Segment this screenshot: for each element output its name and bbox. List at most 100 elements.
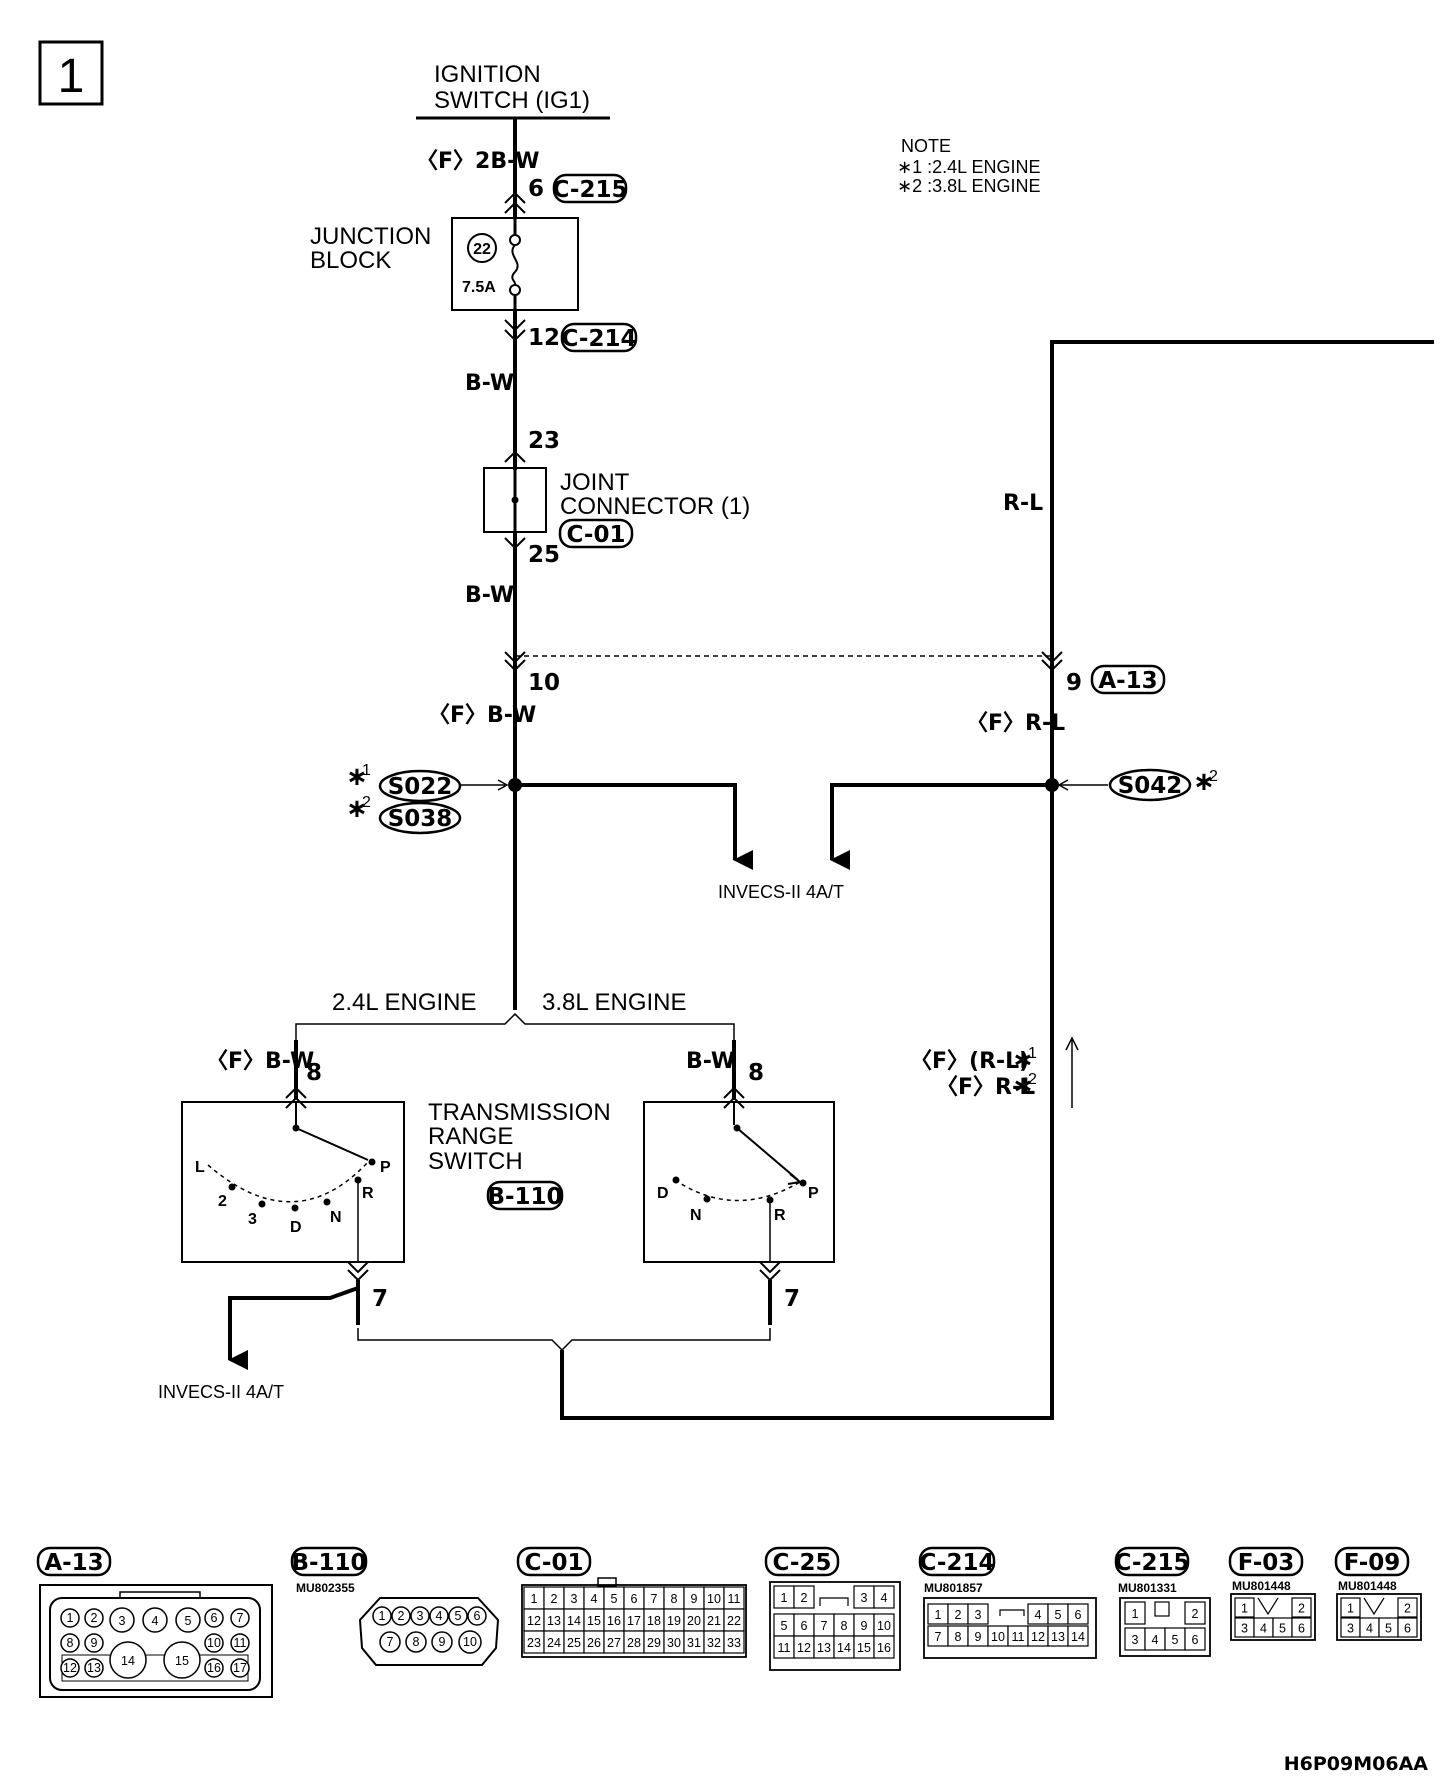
f03-pin-6-label: 6: [1298, 1622, 1305, 1636]
chevron-pin8-right: [723, 1086, 745, 1109]
wire-bw-right: B-W: [686, 1049, 735, 1074]
c01-pin-33-label: 33: [727, 1636, 741, 1650]
pin-8-right: 8: [748, 1060, 764, 1086]
svg-text:9: 9: [91, 1636, 98, 1650]
c214-pin-7-label: 7: [935, 1630, 942, 1644]
splice-sup2-right: 2: [1209, 768, 1218, 785]
c25-pin-11-label: 11: [778, 1641, 791, 1655]
svg-text:F-03: F-03: [1238, 1550, 1295, 1576]
f09-pin-6-cell: [1397, 1617, 1418, 1638]
c01-pin-15-label: 15: [587, 1614, 601, 1628]
trs-label: TRANSMISSION RANGE SWITCH B-110: [428, 1099, 611, 1211]
c25-pin-4-cell: [873, 1585, 895, 1609]
svg-text:MU801857: MU801857: [924, 1581, 983, 1595]
svg-text:4: 4: [152, 1614, 159, 1628]
svg-text:C-215: C-215: [1115, 1550, 1190, 1576]
c215-pin-4-label: 4: [1152, 1633, 1159, 1647]
pin-12: 12: [528, 325, 560, 351]
c25-pin-10-label: 10: [877, 1619, 891, 1633]
ignition-line1: IGNITION: [434, 61, 541, 88]
svg-text:SWITCH: SWITCH: [428, 1148, 523, 1175]
switch-left-pos-3: D: [290, 1219, 302, 1236]
svg-text:8: 8: [67, 1636, 74, 1650]
c01-pin-30-label: 30: [667, 1636, 681, 1650]
switch-left-pos-5: R: [362, 1185, 374, 1202]
c01-pin-24-label: 24: [547, 1636, 561, 1650]
chevron-pin8-left: [285, 1086, 307, 1109]
c01-pin-8-label: 8: [671, 1592, 678, 1606]
svg-text:MU802355: MU802355: [296, 1581, 355, 1595]
rl-star2: ∗: [1012, 1070, 1034, 1100]
engine-38: 3.8L ENGINE: [542, 989, 687, 1016]
rl-sup2: 2: [1028, 1071, 1037, 1088]
splice-star2-right: ∗: [1193, 766, 1215, 796]
c214-pin-11-label: 11: [1012, 1630, 1025, 1644]
f09-pin-5-label: 5: [1385, 1622, 1392, 1636]
c25-pin-3-label: 3: [861, 1591, 868, 1605]
pin-23: 23: [528, 428, 560, 454]
svg-text:4: 4: [436, 1609, 443, 1623]
splice-sup1: 1: [362, 762, 371, 779]
svg-text:F-09: F-09: [1344, 1550, 1401, 1576]
splice-left: ∗ 1 S022 ∗ 2 S038: [346, 761, 522, 835]
c214-pin-1-label: 1: [935, 1608, 942, 1622]
c01-pin-27-label: 27: [607, 1636, 621, 1650]
c01-pin-6-label: 6: [631, 1592, 638, 1606]
invecs-left: INVECS-II 4A/T: [158, 1382, 284, 1402]
figure-code: H6P09M06AA: [1284, 1753, 1429, 1775]
chevron-pin12: [504, 319, 526, 342]
pin-9: 9: [1066, 670, 1082, 696]
svg-text:C-25: C-25: [773, 1550, 832, 1576]
f03-pin-5-label: 5: [1279, 1622, 1286, 1636]
c01-pin-1-label: 1: [531, 1592, 538, 1606]
chevron-pin25: [504, 537, 526, 550]
wire-f-rl-2: 〈F〉R-L: [936, 1075, 1035, 1100]
splice-right: S042 ∗ 2: [1045, 766, 1218, 802]
splice-sup2-left: 2: [362, 794, 371, 811]
svg-text:RANGE: RANGE: [428, 1123, 513, 1150]
pin-10: 10: [528, 670, 560, 696]
chevron-pin7-left: [347, 1261, 369, 1282]
ignition-switch: IGNITION SWITCH (IG1): [416, 61, 610, 120]
splice-s042: S042: [1118, 773, 1183, 799]
c214-pin-14-label: 14: [1071, 1630, 1085, 1644]
c25-pin-15-label: 15: [857, 1641, 871, 1655]
c214-pin-3-cell: [967, 1603, 989, 1625]
c214-pin-2-label: 2: [955, 1608, 962, 1622]
conn-ref-b110: B-110: [487, 1184, 562, 1210]
c25-pin-2-cell: [793, 1585, 815, 1609]
switch-left-pos-2: 3: [248, 1211, 257, 1228]
c25-pin-16-cell: [873, 1635, 895, 1659]
svg-text:3: 3: [417, 1609, 424, 1623]
c214-pin-12-label: 12: [1031, 1630, 1045, 1644]
c01-pin-4-label: 4: [591, 1592, 598, 1606]
c25-pin-5-label: 5: [781, 1619, 788, 1633]
c25-pin-14-label: 14: [837, 1641, 851, 1655]
joint-connector: JOINT CONNECTOR (1) C-01: [483, 467, 750, 549]
chevron-pin6: [504, 191, 526, 214]
c25-pin-9-label: 9: [861, 1619, 868, 1633]
rl-star1: ∗: [1012, 1044, 1034, 1074]
svg-text:MU801331: MU801331: [1118, 1581, 1177, 1595]
f09-pin-1-label: 1: [1347, 1602, 1354, 1616]
switch-right-pos-1: N: [690, 1207, 702, 1224]
pin-8-left: 8: [306, 1060, 322, 1086]
svg-text:12: 12: [63, 1661, 77, 1675]
note-star2: ∗2 :3.8L ENGINE: [897, 176, 1040, 196]
f09-pin-3-label: 3: [1347, 1622, 1354, 1636]
chevron-pin23: [504, 450, 526, 463]
c214-pin-6-cell: [1067, 1603, 1089, 1625]
f03-pin-1-cell: [1234, 1597, 1255, 1618]
main-right-wire: [560, 340, 1434, 1420]
c215-pin-3-label: 3: [1132, 1633, 1139, 1647]
c215-pin-5-label: 5: [1172, 1633, 1179, 1647]
fuse-icon: [511, 244, 519, 286]
pin7-wires: [228, 1280, 772, 1370]
svg-text:1: 1: [379, 1609, 386, 1623]
svg-text:2: 2: [91, 1611, 98, 1625]
c25-pin-7-label: 7: [821, 1619, 828, 1633]
